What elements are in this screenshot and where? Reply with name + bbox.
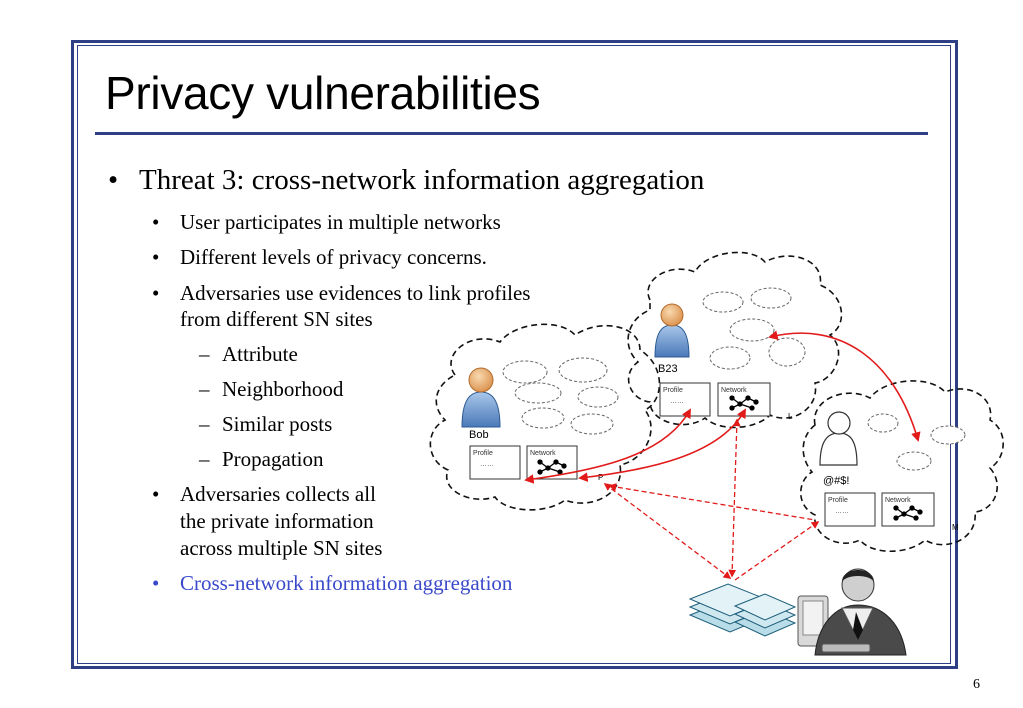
- bullet-sub-1: •User participates in multiple networks: [152, 210, 501, 234]
- user-name-b23: B23: [658, 363, 678, 375]
- bullet-sub-4-cont-2: across multiple SN sites: [180, 536, 383, 560]
- dash-item-similar-posts: –Similar posts: [199, 412, 333, 436]
- svg-text:Profile: Profile: [663, 387, 683, 394]
- svg-text:Network: Network: [885, 497, 911, 504]
- network-box-bob: Network: [526, 445, 578, 480]
- bullet-sub-3: •Adversaries use evidences to link profi…: [152, 281, 531, 305]
- slide-frame-inner: [77, 45, 951, 664]
- svg-text:Profile: Profile: [473, 450, 493, 457]
- network-cloud-bob: [429, 323, 661, 511]
- svg-text:Profile: Profile: [828, 497, 848, 504]
- network-letter-m: M: [952, 523, 959, 532]
- bullet-sub-4-cont-1: the private information: [180, 509, 374, 533]
- title-underline: [95, 132, 928, 135]
- documents-stack-icon: [688, 583, 797, 637]
- slide-frame-outer: [71, 40, 958, 669]
- aggregation-arrows: [603, 418, 820, 581]
- adversary-person-icon: [797, 568, 907, 656]
- network-letter-l: L: [788, 412, 793, 421]
- network-box-at: Network: [881, 492, 935, 527]
- bullet-sub-5-highlight: •Cross-network information aggregation: [152, 571, 513, 595]
- slide-title: Privacy vulnerabilities: [105, 67, 541, 119]
- dash-item-neighborhood: –Neighborhood: [199, 377, 344, 401]
- bullet-sub-2: •Different levels of privacy concerns.: [152, 245, 487, 269]
- user-name-at: @#$!: [823, 475, 849, 487]
- profile-box-bob: Profile ……: [469, 445, 521, 480]
- user-name-bob: Bob: [469, 429, 489, 441]
- bullet-sub-3-cont: from different SN sites: [180, 307, 373, 331]
- profile-box-at: Profile ……: [824, 492, 876, 527]
- svg-text:……: ……: [670, 398, 684, 405]
- bullet-main: •Threat 3: cross-network information agg…: [108, 164, 705, 196]
- svg-text:Network: Network: [721, 387, 747, 394]
- page-number: 6: [973, 677, 980, 692]
- cloud-icon: [502, 287, 966, 471]
- dash-item-attribute: –Attribute: [199, 342, 298, 366]
- svg-text:……: ……: [480, 461, 494, 468]
- bullet-sub-4: •Adversaries collects all: [152, 482, 376, 506]
- svg-text:……: ……: [835, 508, 849, 515]
- profile-box-b23: Profile ……: [659, 382, 711, 417]
- svg-text:Network: Network: [530, 450, 556, 457]
- dash-item-propagation: –Propagation: [199, 447, 324, 471]
